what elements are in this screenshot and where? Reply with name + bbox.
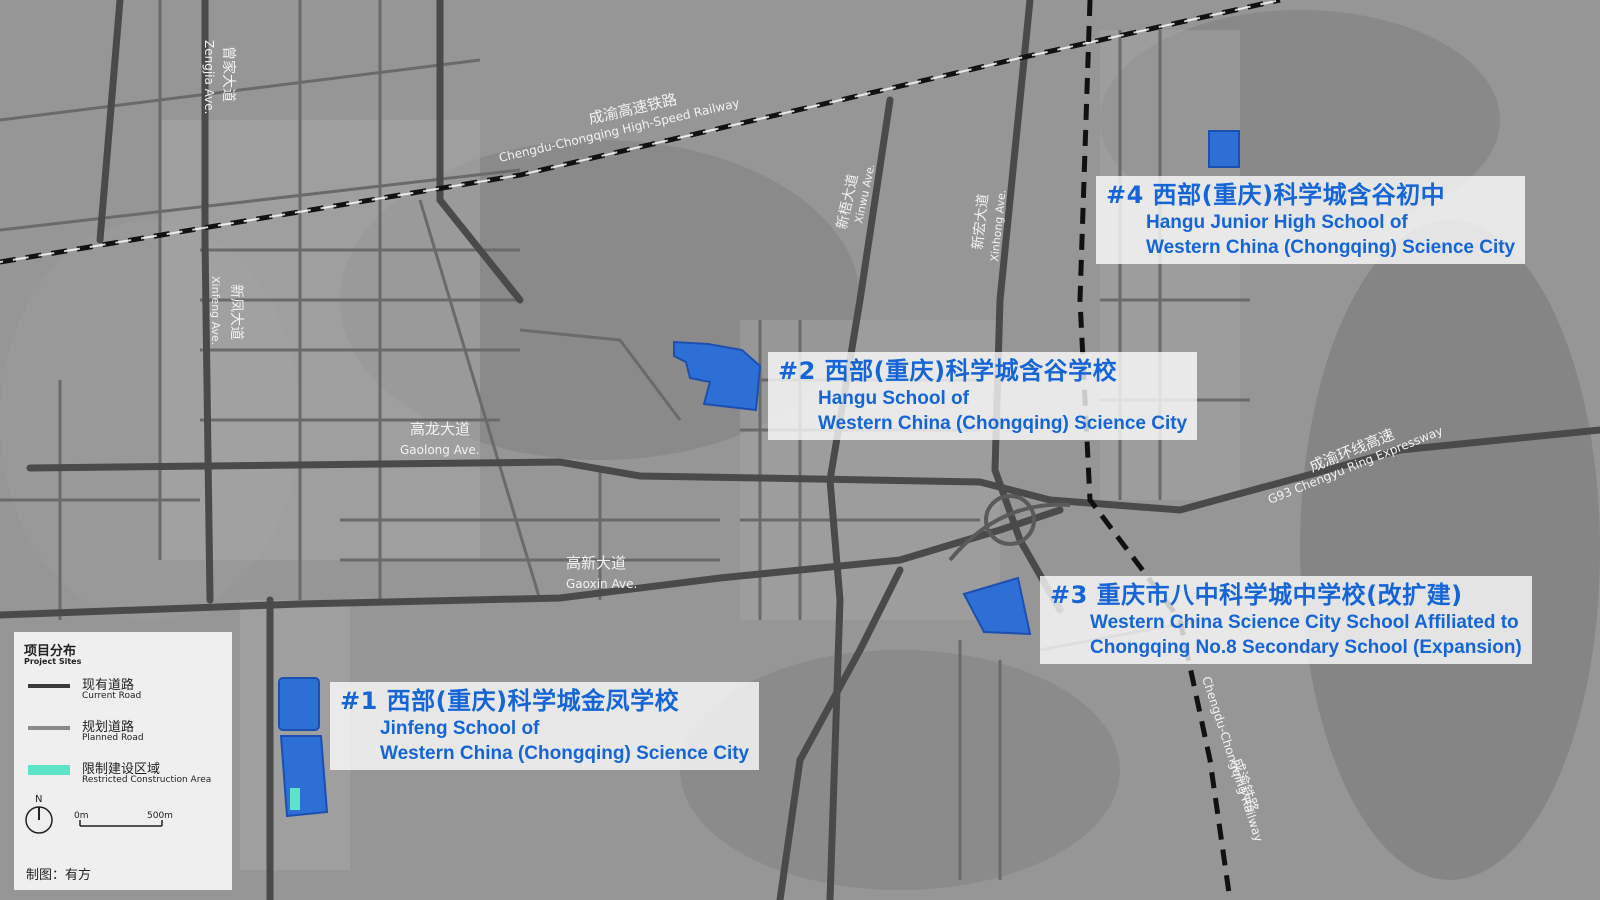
legend-label-cn: 规划道路	[82, 720, 135, 735]
north-arrow-and-scale: N 0m 500m	[25, 794, 173, 834]
scale-start-label: 0m	[74, 811, 89, 821]
site-2-parcel[interactable]	[673, 340, 762, 412]
road-label-gaoxin-en: Gaoxin Ave.	[566, 577, 637, 591]
site-4-parcel[interactable]	[1208, 130, 1240, 168]
road-label-gaolong-cn: 高龙大道	[410, 420, 470, 438]
road-label-gaolong-en: Gaolong Ave.	[400, 443, 480, 457]
road-label-xinfeng-en: Xinfeng Ave.	[209, 276, 222, 345]
site-2-callout[interactable]: #2 西部(重庆)科学城含谷学校 Hangu School of Western…	[768, 352, 1198, 440]
legend-label-cn: 限制建设区域	[82, 762, 161, 777]
site-4-title: #4 西部(重庆)科学城含谷初中	[1106, 181, 1446, 209]
planned-road-swatch	[28, 726, 70, 730]
site-3-name-en-line2: Chongqing No.8 Secondary School (Expansi…	[1090, 637, 1522, 658]
site-1-callout[interactable]: #1 西部(重庆)科学城金凤学校 Jinfeng School of Weste…	[330, 682, 760, 770]
legend-item-current-road: 现有道路 Current Road	[26, 674, 226, 708]
road-label-xinfeng-cn: 新凤大道	[228, 284, 244, 340]
map-credit: 制图：有方	[26, 868, 92, 883]
site-4-name-en-line1: Hangu Junior High School of	[1146, 212, 1408, 233]
legend-label-en: Current Road	[82, 691, 142, 701]
site-3-parcel[interactable]	[962, 576, 1032, 636]
scale-end-label: 500m	[147, 811, 173, 821]
current-road-swatch	[28, 684, 70, 688]
map-legend: 项目分布 Project Sites 现有道路 Current Road 规划道…	[14, 632, 232, 890]
road-label-xinhong-cn: 新宏大道	[970, 193, 992, 250]
site-1-south-parcel[interactable]	[279, 735, 329, 818]
site-2-name-en-line2: Western China (Chongqing) Science City	[818, 413, 1188, 434]
legend-label-en: Restricted Construction Area	[82, 775, 212, 785]
legend-item-restricted-area: 限制建设区域 Restricted Construction Area	[26, 758, 226, 792]
site-1-title: #1 西部(重庆)科学城金凤学校	[340, 687, 680, 715]
road-label-gaoxin-cn: 高新大道	[566, 554, 626, 572]
site-4-name-en-line2: Western China (Chongqing) Science City	[1146, 237, 1516, 258]
legend-title-en: Project Sites	[24, 657, 82, 666]
restricted-area-swatch	[28, 765, 70, 775]
site-1-name-en-line1: Jinfeng School of	[380, 718, 540, 739]
site-4-callout[interactable]: #4 西部(重庆)科学城含谷初中 Hangu Junior High Schoo…	[1096, 176, 1526, 264]
road-label-zengjia-cn: 曾家大道	[220, 46, 237, 102]
restricted-area-marker	[290, 788, 300, 810]
site-3-callout[interactable]: #3 重庆市八中科学城中学校(改扩建) Western China Scienc…	[1040, 576, 1532, 664]
site-1-name-en-line2: Western China (Chongqing) Science City	[380, 743, 750, 764]
site-2-title: #2 西部(重庆)科学城含谷学校	[778, 357, 1118, 385]
site-1-north-parcel[interactable]	[278, 677, 320, 731]
site-2-name-en-line1: Hangu School of	[818, 388, 969, 409]
legend-label-cn: 现有道路	[82, 678, 135, 693]
road-label-zengjia-en: Zengjia Ave.	[202, 40, 216, 114]
site-3-title: #3 重庆市八中科学城中学校(改扩建)	[1050, 581, 1463, 609]
legend-item-planned-road: 规划道路 Planned Road	[26, 716, 226, 750]
legend-title: 项目分布	[24, 644, 77, 659]
legend-label-en: Planned Road	[82, 733, 144, 743]
site-3-name-en-line1: Western China Science City School Affili…	[1090, 612, 1519, 633]
north-label: N	[35, 794, 42, 805]
